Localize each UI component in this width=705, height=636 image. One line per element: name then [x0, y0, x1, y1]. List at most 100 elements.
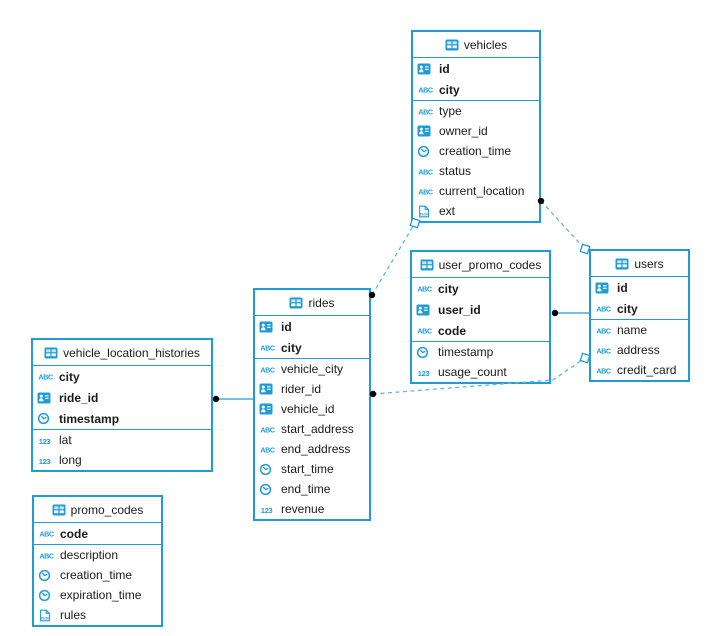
number-123-icon: 123 [37, 435, 55, 446]
clock-icon [417, 145, 435, 158]
svg-text:ABC: ABC [596, 366, 611, 375]
column-name: city [439, 82, 460, 97]
id-badge-icon [417, 125, 435, 137]
relationship-line-rides-vehicles [371, 222, 416, 296]
text-abc-icon: ABC [259, 342, 277, 353]
column-row: vehicle_id [255, 399, 369, 419]
text-abc-icon: ABC [417, 166, 435, 177]
text-abc-icon: ABC [37, 371, 55, 382]
column-name: code [438, 323, 467, 338]
columns-section: timestamp 123 usage_count [412, 342, 549, 382]
column-name: creation_time [60, 568, 133, 582]
cardinality-dot [212, 395, 220, 403]
column-row: expiration_time [34, 585, 161, 605]
id-badge-icon [259, 403, 277, 415]
table-header[interactable]: users [591, 251, 688, 277]
text-abc-icon: ABC [259, 444, 277, 455]
text-abc-icon: ABC [595, 325, 613, 336]
svg-text:JSON: JSON [419, 212, 429, 216]
column-row: ABC current_location [413, 181, 539, 201]
column-name: lat [59, 433, 72, 447]
column-row: owner_id [413, 121, 539, 141]
svg-text:ABC: ABC [596, 346, 611, 355]
column-row: rider_id [255, 379, 369, 399]
column-row: creation_time [34, 565, 161, 585]
column-name: ext [439, 204, 456, 218]
json-doc-icon: JSON [38, 609, 56, 622]
column-name: usage_count [438, 365, 507, 379]
column-name: city [59, 369, 80, 384]
column-row: end_time [255, 479, 369, 499]
column-row: ABC start_address [255, 419, 369, 439]
clock-icon [259, 483, 277, 496]
columns-section: ABC description creation_time expiration_ti… [34, 545, 161, 625]
svg-text:ABC: ABC [418, 167, 433, 176]
column-name: creation_time [439, 144, 512, 158]
svg-text:ABC: ABC [418, 107, 433, 116]
column-name: id [439, 61, 450, 76]
table-header[interactable]: vehicle_location_histories [33, 340, 211, 366]
number-123-icon: 123 [259, 504, 277, 515]
column-row: JSON rules [34, 605, 161, 625]
column-row: id [255, 316, 369, 337]
id-badge-icon [259, 321, 277, 333]
column-name: timestamp [438, 345, 494, 359]
table-header[interactable]: vehicles [413, 32, 539, 58]
id-badge-icon [37, 392, 55, 404]
table-header[interactable]: promo_codes [34, 497, 161, 523]
svg-text:123: 123 [418, 368, 430, 377]
column-name: start_time [281, 462, 334, 476]
table-icon [420, 259, 434, 271]
text-abc-icon: ABC [595, 365, 613, 376]
svg-text:ABC: ABC [417, 327, 432, 336]
column-row: ABC city [33, 366, 211, 387]
column-row: ABC name [591, 320, 688, 340]
text-abc-icon: ABC [417, 186, 435, 197]
number-123-icon: 123 [416, 367, 434, 378]
column-name: start_address [281, 422, 354, 436]
column-row: ABC city [413, 79, 539, 100]
column-row: creation_time [413, 141, 539, 161]
column-name: description [60, 548, 119, 562]
id-badge-icon [595, 282, 613, 294]
svg-text:JSON: JSON [40, 616, 50, 620]
text-abc-icon: ABC [417, 106, 435, 117]
column-name: long [59, 453, 82, 467]
svg-text:ABC: ABC [38, 373, 53, 382]
column-row: timestamp [412, 342, 549, 362]
svg-text:ABC: ABC [418, 187, 433, 196]
column-name: rules [60, 608, 87, 622]
column-name: vehicle_id [281, 402, 335, 416]
text-abc-icon: ABC [417, 84, 435, 95]
id-badge-icon [416, 304, 434, 316]
table-header[interactable]: rides [255, 290, 369, 316]
table-icon [44, 347, 58, 359]
text-abc-icon: ABC [259, 424, 277, 435]
column-row: ABC description [34, 545, 161, 565]
column-name: current_location [439, 184, 525, 198]
column-name: name [617, 323, 648, 337]
table-header[interactable]: user_promo_codes [412, 252, 549, 278]
column-row: ABC code [412, 320, 549, 341]
column-name: city [281, 340, 302, 355]
column-row: JSON ext [413, 201, 539, 221]
svg-text:ABC: ABC [39, 551, 54, 560]
